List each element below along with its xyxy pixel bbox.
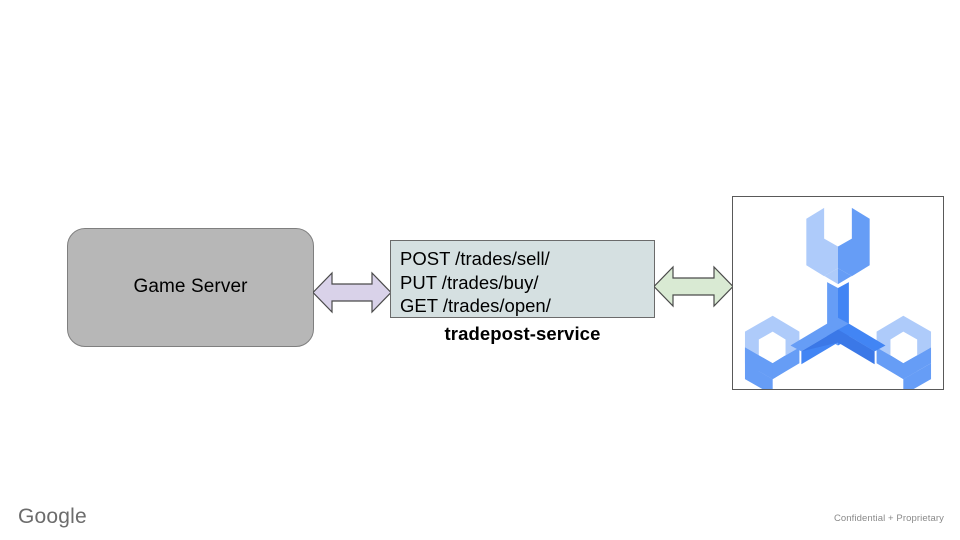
endpoint-put-trades-buy: PUT /trades/buy/	[400, 271, 539, 293]
arrow-purple-icon	[312, 271, 392, 314]
confidentiality-notice: Confidential + Proprietary	[833, 513, 944, 524]
google-logo: Google	[18, 505, 87, 528]
game-server-label: Game Server	[133, 276, 248, 298]
endpoint-get-trades-open: GET /trades/open/	[400, 295, 551, 316]
agones-logo-frame	[732, 196, 944, 390]
arrow-green-icon	[653, 265, 734, 308]
bidirectional-arrow-green	[653, 262, 734, 311]
node-game-server[interactable]: Game Server	[67, 228, 314, 347]
bidirectional-arrow-purple	[312, 268, 392, 317]
agones-logo-icon	[744, 207, 932, 389]
tradepost-service-caption: tradepost-service	[444, 323, 601, 344]
node-tradepost-service[interactable]: POST /trades/sell/ PUT /trades/buy/ GET …	[390, 240, 655, 318]
endpoint-post-trades-sell: POST /trades/sell/	[400, 248, 550, 269]
